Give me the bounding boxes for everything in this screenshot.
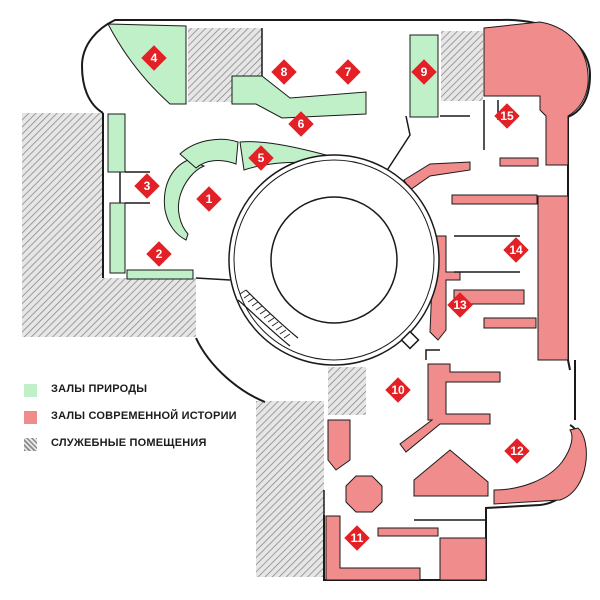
room-marker-10[interactable]: 10: [385, 377, 411, 403]
svg-text:10: 10: [391, 383, 405, 397]
room-marker-8[interactable]: 8: [271, 59, 297, 85]
svg-text:5: 5: [258, 151, 265, 165]
service-area-center-south: [328, 367, 366, 415]
hall-12-triangle: [413, 449, 489, 497]
hall-5: [179, 138, 239, 169]
hall-14-wing: [537, 195, 569, 361]
legend-item-nature: ЗАЛЫ ПРИРОДЫ: [24, 381, 284, 399]
interior-walls: [119, 28, 520, 521]
svg-text:12: 12: [510, 444, 524, 458]
svg-text:1: 1: [206, 192, 213, 206]
svg-text:15: 15: [500, 109, 514, 123]
hall-11-corner: [439, 537, 487, 581]
service-area-northeast: [441, 31, 483, 101]
nature-halls: [107, 23, 439, 280]
room-marker-12[interactable]: 12: [504, 438, 530, 464]
room-marker-13[interactable]: 13: [447, 292, 473, 318]
legend-item-history: ЗАЛЫ СОВРЕМЕННОЙ ИСТОРИИ: [24, 408, 284, 426]
svg-text:4: 4: [151, 51, 158, 65]
hall-octagon: [345, 475, 383, 513]
staircase: [237, 289, 299, 347]
hall-2: [126, 269, 194, 280]
hall-1: [163, 159, 206, 241]
hall-13-block-b: [483, 317, 537, 329]
hall-12: [493, 427, 587, 505]
svg-text:2: 2: [156, 247, 163, 261]
room-marker-3[interactable]: 3: [134, 173, 160, 199]
legend-item-service: СЛУЖЕБНЫЕ ПОМЕЩЕНИЯ: [24, 435, 284, 453]
service-area-west: [22, 113, 196, 337]
svg-text:11: 11: [351, 531, 364, 545]
legend-label-history: ЗАЛЫ СОВРЕМЕННОЙ ИСТОРИИ: [51, 410, 237, 422]
svg-text:14: 14: [509, 243, 523, 257]
hall-north-wall: [403, 161, 471, 191]
hall-11-wall: [327, 419, 351, 471]
hall-3-b: [109, 202, 126, 274]
room-marker-7[interactable]: 7: [335, 59, 361, 85]
hall-11-bottom: [325, 515, 421, 581]
legend-swatch-history: [24, 411, 37, 424]
svg-text:3: 3: [144, 179, 151, 193]
legend-label-nature: ЗАЛЫ ПРИРОДЫ: [51, 383, 148, 395]
hall-8-6-7: [231, 75, 367, 119]
room-marker-15[interactable]: 15: [494, 103, 520, 129]
svg-text:9: 9: [421, 65, 428, 79]
legend-swatch-nature: [24, 384, 37, 397]
room-marker-1[interactable]: 1: [196, 186, 222, 212]
hall-11-stripe: [377, 527, 439, 537]
svg-text:6: 6: [298, 117, 305, 131]
hall-3-a: [107, 113, 126, 173]
history-halls: [325, 21, 589, 581]
pillar-box: [400, 330, 420, 350]
room-marker-14[interactable]: 14: [503, 237, 529, 263]
service-area-south: [256, 401, 324, 577]
room-marker-9[interactable]: 9: [411, 59, 437, 85]
hall-10: [399, 363, 501, 453]
hall-15-tower: [483, 21, 589, 166]
rotunda: [228, 154, 440, 366]
room-marker-11[interactable]: 11: [344, 525, 370, 551]
room-marker-6[interactable]: 6: [288, 111, 314, 137]
legend-swatch-service: [24, 438, 37, 451]
hall-14-block: [451, 194, 538, 205]
svg-text:13: 13: [453, 298, 467, 312]
svg-text:7: 7: [345, 65, 352, 79]
service-areas: [22, 28, 483, 577]
svg-text:8: 8: [281, 65, 288, 79]
legend-label-service: СЛУЖЕБНЫЕ ПОМЕЩЕНИЯ: [51, 437, 207, 449]
hall-4: [107, 23, 187, 105]
hall-13-block: [453, 289, 525, 305]
room-marker-2[interactable]: 2: [146, 241, 172, 267]
hall-15-stripe: [499, 157, 539, 167]
